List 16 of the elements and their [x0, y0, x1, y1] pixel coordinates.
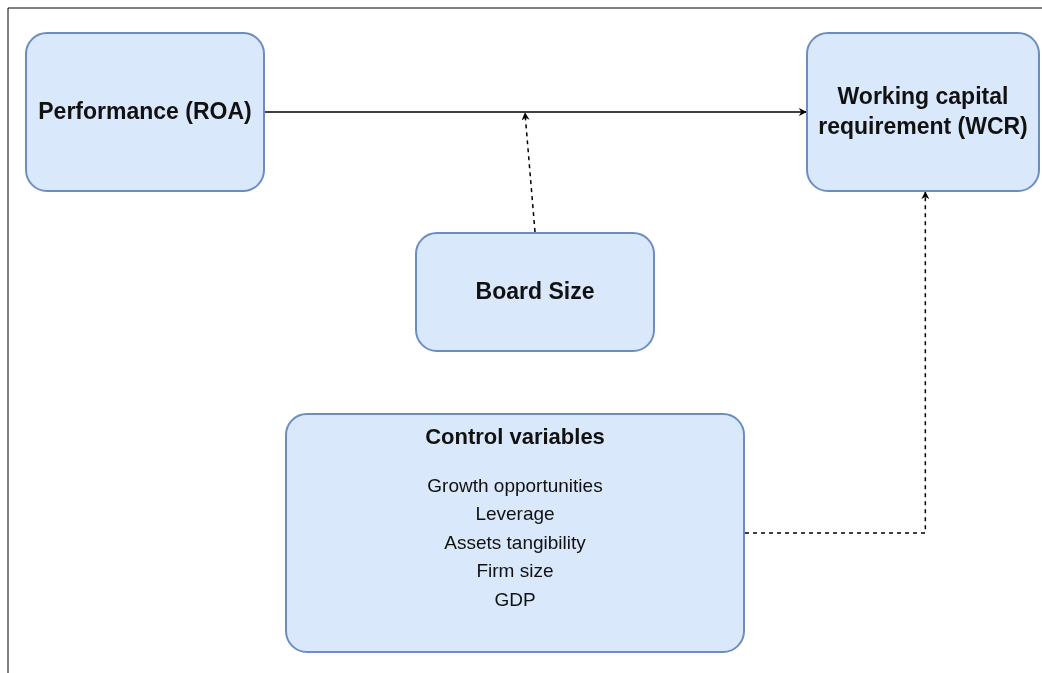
arrow [521, 112, 536, 233]
box-title: Control variables [425, 423, 605, 451]
variable-item: Firm size [476, 559, 554, 584]
variable-item: GDP [494, 587, 536, 612]
box-title: Board Size [475, 277, 595, 307]
variable-box [285, 413, 745, 653]
variable-item: Growth opportunities [427, 473, 603, 498]
variable-box [415, 232, 655, 352]
variable-box [806, 32, 1040, 192]
variable-item: Leverage [475, 502, 555, 527]
variable-item: Assets tangibility [444, 530, 586, 555]
variable-box [25, 32, 265, 192]
box-title: Performance (ROA) [38, 97, 252, 127]
arrow [264, 108, 807, 116]
box-title: Working capital requirement (WCR) [817, 82, 1029, 141]
arrow [744, 191, 930, 534]
